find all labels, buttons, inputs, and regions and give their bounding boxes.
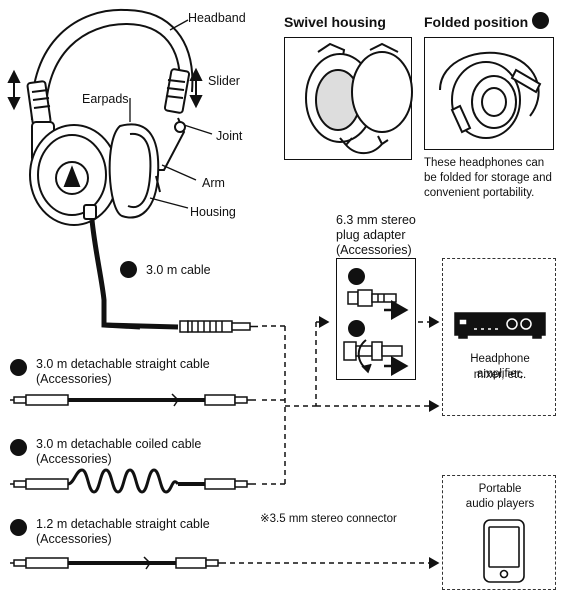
straight-cable-2 bbox=[10, 556, 226, 570]
label-slider: Slider bbox=[208, 74, 240, 88]
adapter-label-line2: plug adapter bbox=[336, 228, 406, 242]
swivel-panel bbox=[284, 37, 412, 160]
label-headband: Headband bbox=[188, 11, 246, 25]
bullet-dot bbox=[10, 519, 27, 536]
connection-lines bbox=[230, 316, 440, 569]
adapter-label-line1: 6.3 mm stereo bbox=[336, 213, 416, 227]
bullet-dot bbox=[348, 320, 365, 337]
leader-lines bbox=[129, 19, 213, 209]
adapter-label-line3: (Accessories) bbox=[336, 243, 412, 257]
label-earpads: Earpads bbox=[82, 92, 129, 106]
folded-illustration bbox=[439, 51, 542, 139]
bullet-dot bbox=[348, 268, 365, 285]
portable-label-line2: audio players bbox=[465, 498, 535, 510]
amplifier-panel bbox=[442, 258, 556, 416]
connector-note: ※3.5 mm stereo connector bbox=[260, 513, 397, 525]
amplifier-illustration bbox=[454, 312, 546, 339]
adapter-panel bbox=[336, 258, 416, 380]
bullet-dot bbox=[10, 359, 27, 376]
folded-title: Folded position bbox=[424, 14, 529, 30]
portable-label-line1: Portable bbox=[478, 483, 522, 495]
headphones-illustration bbox=[26, 8, 194, 226]
folded-panel bbox=[424, 37, 554, 150]
coiled-cable bbox=[10, 468, 256, 494]
amp-label-line2: mixer, etc. bbox=[473, 369, 527, 381]
folded-desc-line3: convenient portability. bbox=[424, 187, 535, 199]
cable3-note: (Accessories) bbox=[36, 532, 112, 546]
cable2-title: 3.0 m detachable coiled cable bbox=[36, 437, 202, 451]
folded-desc-line1: These headphones can bbox=[424, 157, 545, 169]
label-arm: Arm bbox=[202, 176, 225, 190]
swivel-title: Swivel housing bbox=[284, 14, 386, 30]
cable3-title: 1.2 m detachable straight cable bbox=[36, 517, 210, 531]
portable-panel bbox=[442, 475, 556, 590]
adapter-plug-straight bbox=[347, 289, 409, 320]
bullet-dot bbox=[120, 261, 137, 278]
audio-player-illustration bbox=[483, 519, 525, 583]
cable2-note: (Accessories) bbox=[36, 452, 112, 466]
main-cable-plug bbox=[179, 320, 258, 333]
label-joint: Joint bbox=[216, 129, 243, 143]
adjust-arrows bbox=[7, 67, 203, 111]
main-cable bbox=[89, 219, 141, 330]
label-housing: Housing bbox=[190, 205, 236, 219]
label-main-cable: 3.0 m cable bbox=[146, 263, 211, 277]
cable1-title: 3.0 m detachable straight cable bbox=[36, 357, 210, 371]
straight-cable-1 bbox=[10, 393, 256, 407]
folded-desc-line2: be folded for storage and bbox=[424, 172, 552, 184]
adapter-plug-rotate bbox=[343, 339, 409, 376]
bullet-dot bbox=[10, 439, 27, 456]
cable1-note: (Accessories) bbox=[36, 372, 112, 386]
bullet-dot bbox=[532, 12, 549, 29]
amp-label-line1: Headphone amplifier, bbox=[470, 353, 530, 380]
swivel-illustration bbox=[305, 42, 413, 155]
